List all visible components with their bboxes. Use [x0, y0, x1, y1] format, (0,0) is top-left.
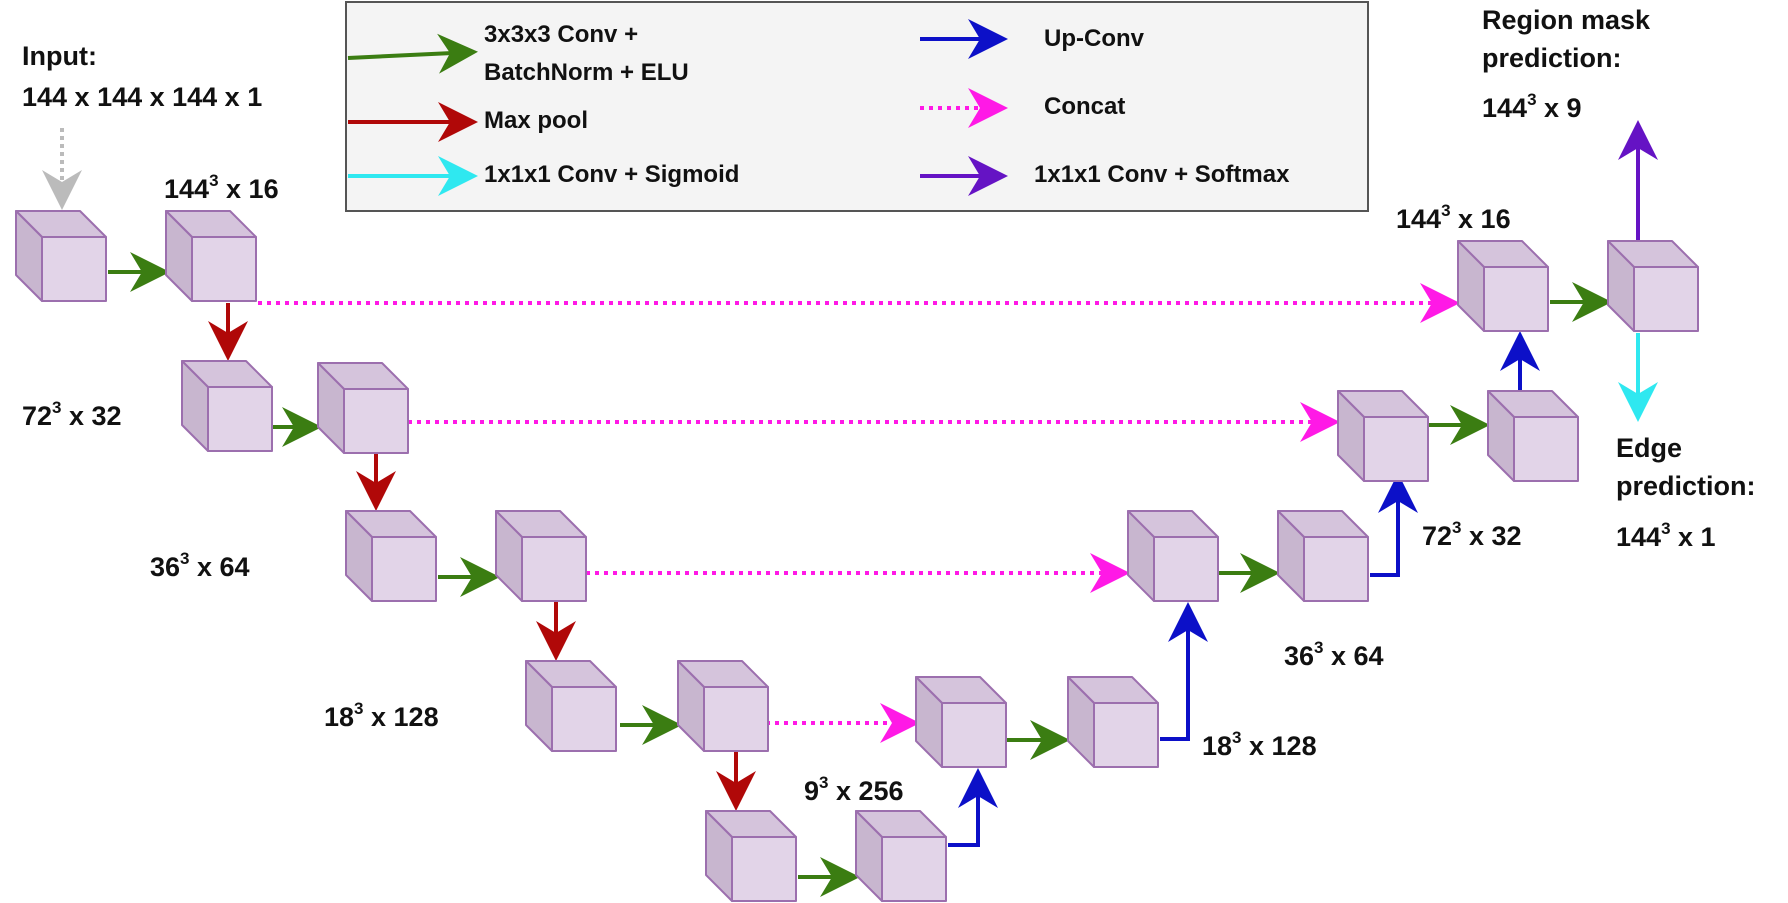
block-dec2b	[1487, 390, 1579, 482]
block-dec2a	[1337, 390, 1429, 482]
shape-label-enc1: 1443 x 16	[164, 171, 279, 204]
region-output-line2: prediction:	[1482, 43, 1622, 73]
upconv-arrow-2	[1160, 602, 1208, 741]
shape-label-enc2: 723 x 32	[22, 398, 122, 431]
input-label-line2: 144 x 144 x 144 x 1	[22, 82, 263, 112]
shape-label-dec3: 363 x 64	[1284, 638, 1384, 671]
block-dec4b	[1067, 676, 1159, 768]
shape-label-dec4: 183 x 128	[1202, 728, 1317, 761]
legend-softmax-label: 1x1x1 Conv + Softmax	[1034, 161, 1290, 188]
block-dec4a	[915, 676, 1007, 768]
input-label-line1: Input:	[22, 41, 97, 71]
block-enc3a	[345, 510, 437, 602]
block-enc2b	[317, 362, 409, 454]
block-enc1a	[15, 210, 107, 302]
edge-output-line1: Edge	[1616, 433, 1683, 463]
shape-label-dec1: 1443 x 16	[1396, 201, 1511, 234]
legend-upconv-label: Up-Conv	[1044, 25, 1144, 52]
legend-conv-label-line1: 3x3x3 Conv +	[484, 21, 639, 48]
block-dec3b	[1277, 510, 1369, 602]
shape-label-enc4: 183 x 128	[324, 699, 439, 732]
upconv-arrow-1	[948, 768, 998, 847]
edge-output-line2: prediction:	[1616, 471, 1756, 501]
legend-maxpool-label: Max pool	[484, 107, 589, 134]
legend-concat-label: Concat	[1044, 93, 1126, 120]
legend-conv-arrow	[347, 33, 478, 74]
shape-label-enc3: 363 x 64	[150, 549, 250, 582]
block-bottleneck-b	[855, 810, 947, 902]
block-dec1a	[1457, 240, 1549, 332]
region-output-line1: Region mask	[1482, 5, 1651, 35]
shape-label-dec2: 723 x 32	[1422, 518, 1522, 551]
block-enc4b	[677, 660, 769, 752]
shape-label-bottleneck: 93 x 256	[804, 773, 904, 806]
block-bottleneck-a	[705, 810, 797, 902]
region-output-shape: 1443 x 9	[1482, 90, 1582, 123]
block-dec1b	[1607, 240, 1699, 332]
block-enc4a	[525, 660, 617, 752]
block-enc2a	[181, 360, 273, 452]
block-enc3b	[495, 510, 587, 602]
block-dec3a	[1127, 510, 1219, 602]
legend-conv-label-line2: BatchNorm + ELU	[484, 59, 689, 86]
block-enc1b	[165, 210, 257, 302]
legend-box	[345, 1, 1369, 212]
legend-sigmoid-label: 1x1x1 Conv + Sigmoid	[484, 161, 740, 188]
feature-blocks	[15, 210, 1699, 902]
edge-output-shape: 1443 x 1	[1616, 519, 1716, 552]
upconv-arrow-3	[1370, 473, 1418, 577]
